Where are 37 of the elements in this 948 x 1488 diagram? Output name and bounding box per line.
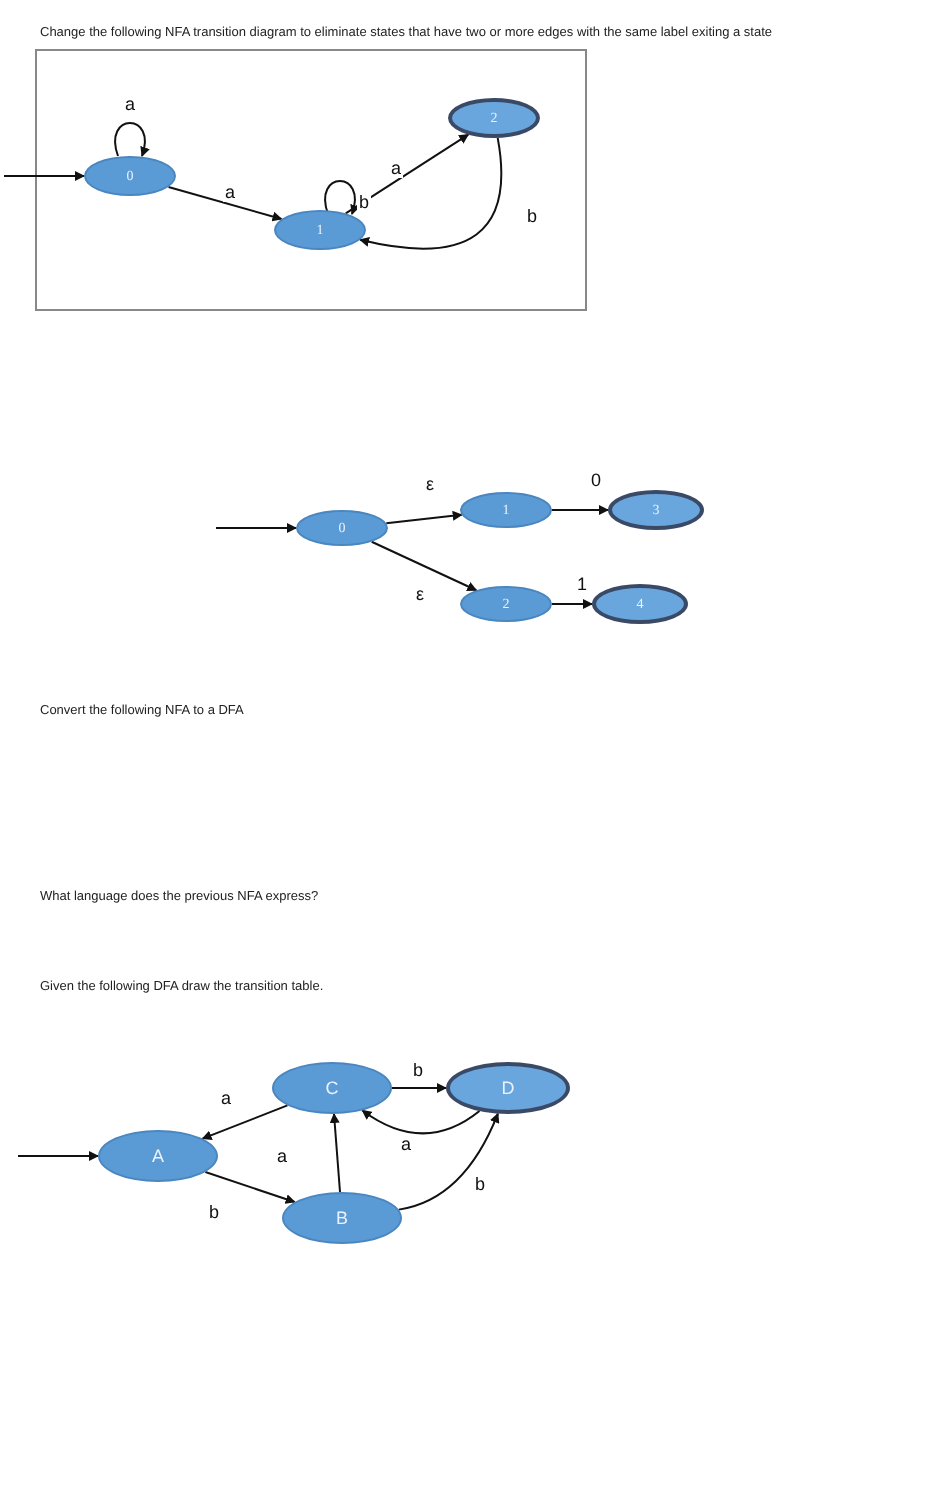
self-loop-arrow <box>324 180 360 215</box>
edge-label: 1 <box>575 574 589 594</box>
transition-arrow <box>201 1104 289 1140</box>
transition-arrow <box>167 185 283 222</box>
edge-label: a <box>219 1088 233 1108</box>
transition-arrow <box>204 1170 296 1204</box>
transition-arrow <box>551 505 609 515</box>
accepting-state-ellipse: D <box>446 1062 570 1114</box>
start-arrow <box>215 523 297 533</box>
start-arrow <box>3 171 85 181</box>
transition-arrow <box>551 599 593 609</box>
transition-arrow <box>329 1113 341 1193</box>
transition-arrow <box>385 510 463 525</box>
transition-arrow <box>397 1112 499 1211</box>
transition-arrow <box>344 133 470 215</box>
edge-label: a <box>389 158 403 178</box>
edge-label: b <box>357 192 371 212</box>
transition-arrow <box>361 1109 481 1135</box>
edge-label: a <box>223 182 237 202</box>
edge-label: a <box>275 1146 289 1166</box>
transition-arrow <box>359 136 503 250</box>
state-ellipse: B <box>282 1192 402 1244</box>
self-loop-arrow <box>114 122 150 157</box>
edge-label: a <box>123 94 137 114</box>
edge-label: ε <box>414 584 426 604</box>
state-ellipse: A <box>98 1130 218 1182</box>
edge-label: a <box>399 1134 413 1154</box>
edge-label: ε <box>424 474 436 494</box>
edge-label: b <box>411 1060 425 1080</box>
edge-label: b <box>207 1202 221 1222</box>
start-arrow <box>17 1151 99 1161</box>
edge-label: b <box>473 1174 487 1194</box>
transition-arrow <box>391 1083 447 1093</box>
transition-arrow <box>370 540 478 592</box>
edge-label: 0 <box>589 470 603 490</box>
edge-label: b <box>525 206 539 226</box>
state-ellipse: C <box>272 1062 392 1114</box>
